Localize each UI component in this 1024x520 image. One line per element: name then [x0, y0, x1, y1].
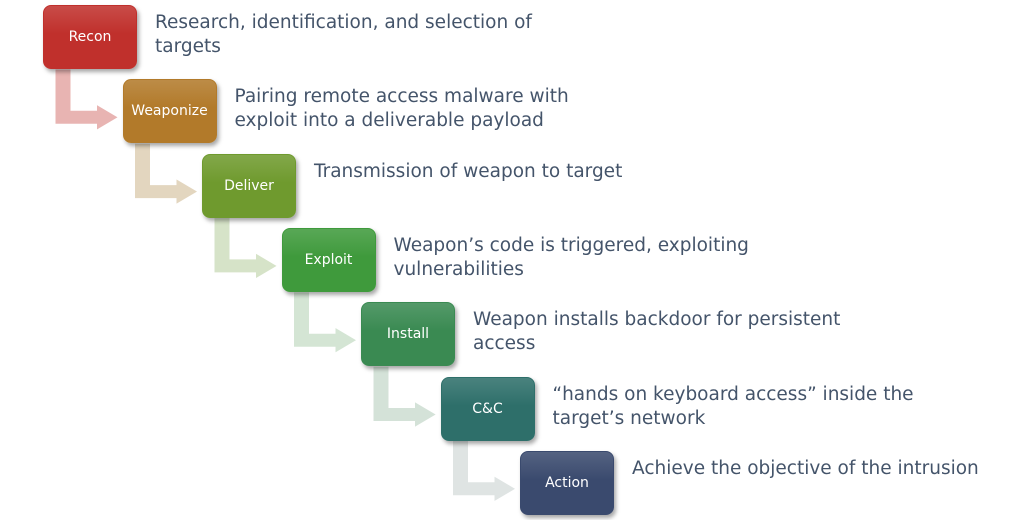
step-deliver: Deliver [202, 153, 296, 218]
step-action-description: Achieve the objective of the intrusion [632, 457, 979, 479]
step-recon-description: Research, identification, and selection … [155, 12, 532, 57]
step-c-and-c: C&C [440, 376, 535, 441]
step-exploit: Exploit [281, 227, 376, 292]
connector-arrow-3 [213, 217, 279, 280]
step-recon: Recon [43, 5, 137, 69]
step-install: Install [361, 302, 455, 367]
step-c-and-c-description: “hands on keyboard access” inside the ta… [552, 383, 914, 429]
step-exploit-description: Weapon’s code is triggered, exploiting v… [393, 234, 749, 280]
connector-arrow-1 [54, 68, 120, 132]
step-deliver-description: Transmission of weapon to target [314, 160, 623, 182]
step-weaponize: Weaponize [122, 79, 217, 144]
connector-arrow-4 [293, 291, 358, 355]
step-weaponize-description: Pairing remote access malware with explo… [234, 86, 569, 132]
step-action: Action [520, 450, 614, 515]
step-install-description: Weapon installs backdoor for persistent … [473, 309, 841, 355]
connector-arrow-2 [134, 142, 199, 206]
connector-arrow-6 [452, 440, 517, 503]
connector-arrow-5 [372, 365, 438, 429]
